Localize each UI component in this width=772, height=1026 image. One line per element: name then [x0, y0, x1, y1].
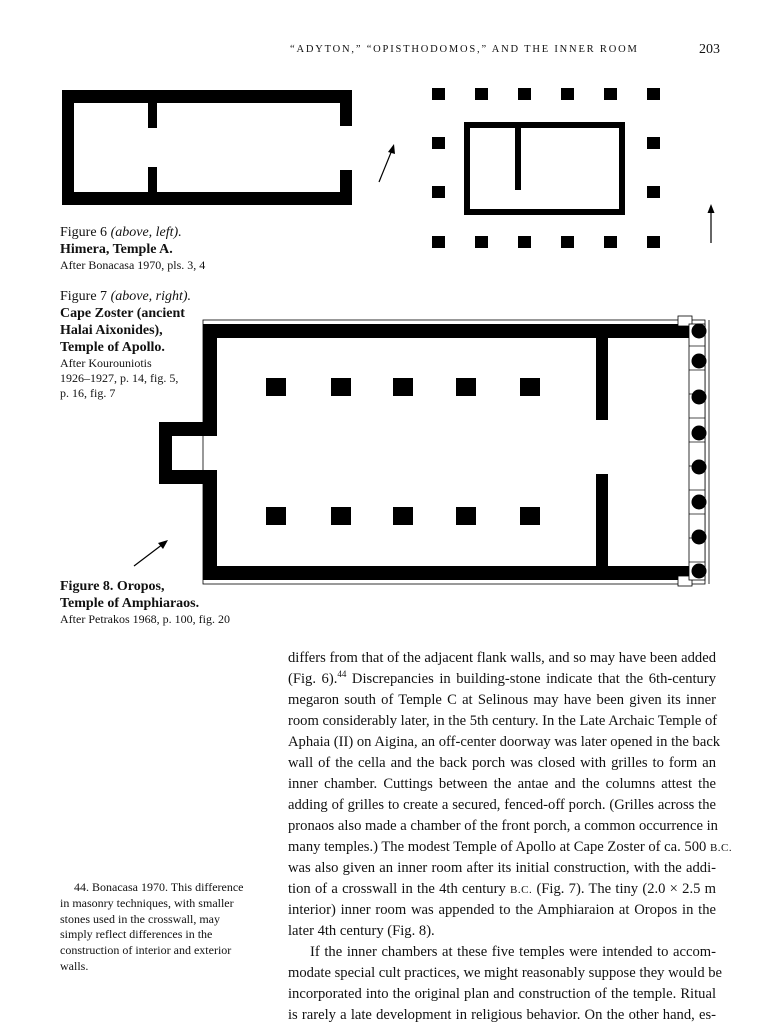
body-line: is rarely a late development in religiou…	[288, 1007, 716, 1023]
body-line: tion of a crosswall in the 4th century B…	[288, 879, 716, 900]
body-line: If the inner chambers at these five temp…	[310, 944, 716, 960]
figure-6-title: Himera, Temple A.	[60, 242, 173, 257]
footnote-ref-44[interactable]: 44	[337, 669, 347, 679]
footnote-line: 44. Bonacasa 1970. This difference	[74, 880, 244, 894]
figure-8-caption: Figure 8. Oropos, Temple of Amphiaraos. …	[60, 578, 230, 627]
figure-8-source: After Petrakos 1968, p. 100, fig. 20	[60, 612, 230, 626]
body-line: inner chamber. Cuttings between the anta…	[288, 776, 716, 792]
body-fragment: (Fig. 6).	[288, 671, 338, 687]
body-line: was also given an inner room after its i…	[288, 860, 716, 876]
running-head: “ADYTON,” “OPISTHODOMOS,” AND THE INNER …	[290, 42, 720, 64]
figure-6-caption: Figure 6 (above, left). Himera, Temple A…	[60, 224, 205, 273]
body-line: megaron south of Temple C at Selinous ma…	[288, 692, 716, 708]
body-line: wall of the cella and the back porch was…	[288, 755, 716, 771]
figure-7-caption: Figure 7 (above, right). Cape Zoster (an…	[60, 288, 191, 401]
figure-7-label: Figure 7	[60, 289, 111, 304]
body-text: differs from that of the adjacent flank …	[288, 648, 732, 1026]
body-line: Aphaia (II) on Aigina, an off-center doo…	[288, 734, 721, 750]
figure-8-title-line: Figure 8. Oropos,	[60, 579, 165, 594]
page-number: 203	[699, 42, 720, 57]
figure-7-source-line: p. 16, fig. 7	[60, 386, 116, 400]
figure-7-title-line: Temple of Apollo.	[60, 340, 165, 355]
figure-7-source-line: 1926–1927, p. 14, fig. 5,	[60, 371, 179, 385]
footnote-line: in masonry techniques, with smaller	[60, 895, 234, 910]
figure-7-title-line: Halai Aixonides),	[60, 323, 163, 338]
footnote-line: construction of interior and exterior	[60, 943, 232, 958]
footnote-line: stones used in the crosswall, may	[60, 911, 220, 926]
footnote-line: simply reflect differences in the	[60, 927, 213, 942]
era-abbreviation: B.C.	[510, 884, 533, 896]
body-line: later 4th century (Fig. 8).	[288, 923, 435, 939]
footnote-44: 44. Bonacasa 1970. This difference in ma…	[60, 880, 270, 975]
figure-7-title-line: Cape Zoster (ancient	[60, 306, 185, 321]
running-title: “ADYTON,” “OPISTHODOMOS,” AND THE INNER …	[290, 44, 639, 55]
figure-6-source: After Bonacasa 1970, pls. 3, 4	[60, 258, 206, 272]
body-fragment: tion of a crosswall in the 4th century	[288, 881, 511, 897]
body-fragment: Discrepancies in building-stone indicate…	[346, 671, 716, 687]
body-line: (Fig. 6).44 Discrepancies in building-st…	[288, 669, 716, 690]
figure-6-label: Figure 6	[60, 225, 111, 240]
body-line: interior) inner room was appended to the…	[288, 902, 716, 918]
figure-6-position-note: (above, left).	[110, 225, 182, 240]
body-line: many temples.) The modest Temple of Apol…	[288, 837, 732, 858]
body-line: modate special cult practices, we might …	[288, 965, 723, 981]
era-abbreviation: B.C.	[709, 842, 733, 854]
body-line: incorporated into the original plan and …	[288, 986, 716, 1002]
body-fragment: (Fig. 7). The tiny (2.0 × 2.5 m	[532, 881, 716, 897]
body-fragment: many temples.) The modest Temple of Apol…	[288, 839, 710, 855]
figure-7-position-note: (above, right).	[110, 289, 192, 304]
footnote-line: walls.	[60, 958, 89, 973]
body-line: adding of grilles to create a secured, f…	[288, 797, 716, 813]
body-line: differs from that of the adjacent flank …	[288, 650, 716, 666]
body-line: room considerably later, in the 5th cent…	[288, 713, 718, 729]
body-line: pronaos also made a chamber of the front…	[288, 818, 718, 834]
figure-7-source-line: After Kourouniotis	[60, 356, 152, 370]
figure-8-title-line: Temple of Amphiaraos.	[60, 596, 200, 611]
